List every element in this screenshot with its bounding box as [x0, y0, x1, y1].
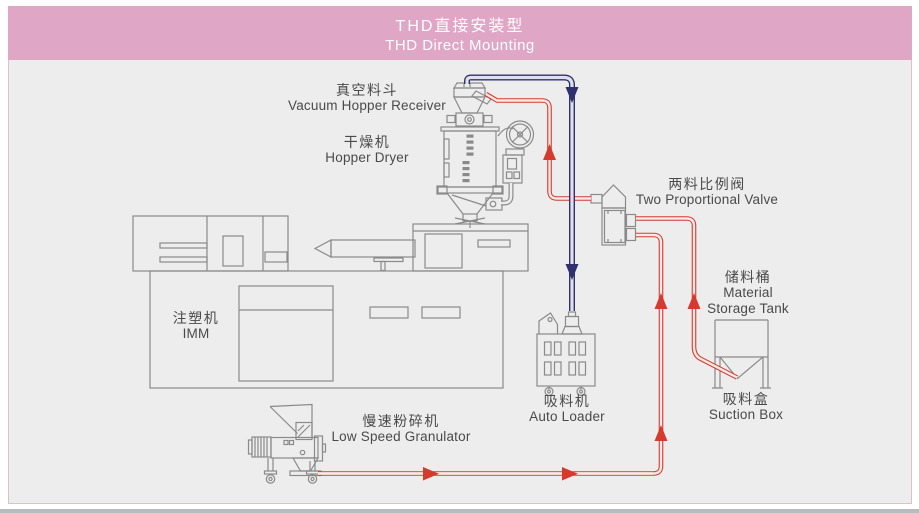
label-auto-loader: 吸料机 Auto Loader — [529, 393, 605, 425]
material-pipe-valve-to-receiver — [484, 92, 591, 201]
diagram-panel — [8, 60, 912, 504]
vacuum-hopper-receiver-drawing — [446, 82, 493, 127]
vacuum-pipe-receiver-to-auto-loader — [464, 74, 575, 311]
dryer-blower-fan-icon — [505, 120, 535, 149]
material-storage-tank-drawing — [712, 319, 771, 389]
label-vacuum-hopper-receiver: 真空料斗 Vacuum Hopper Receiver — [288, 82, 446, 114]
heater-column — [462, 134, 474, 183]
material-pipe-granulator-to-valve — [318, 232, 664, 476]
page-title-en: THD Direct Mounting — [385, 37, 535, 54]
title-banner: THD直接安装型 THD Direct Mounting — [8, 6, 912, 60]
label-suction-box: 吸料盒 Suction Box — [708, 391, 784, 423]
label-two-proportional-valve: 两料比例阀 Two Proportional Valve — [635, 176, 779, 208]
auto-loader-drawing — [536, 311, 596, 397]
label-material-storage-tank: 储料桶 Material Storage Tank — [707, 269, 789, 316]
label-imm: 注塑机 IMM — [172, 310, 220, 342]
page-title-zh: THD直接安装型 — [395, 18, 525, 35]
bottom-border-strip — [0, 509, 919, 513]
hopper-dryer-drawing — [436, 120, 535, 228]
vacuum-flow-arrows — [565, 87, 579, 280]
material-flow-arrows — [423, 144, 701, 481]
material-pipe-suction-box-to-valve — [636, 216, 739, 380]
low-speed-granulator-drawing — [247, 403, 327, 484]
label-hopper-dryer: 干燥机 Hopper Dryer — [325, 134, 409, 166]
two-proportional-valve-drawing — [590, 184, 637, 246]
label-low-speed-granulator: 慢速粉碎机 Low Speed Granulator — [331, 413, 471, 445]
imm-drawing — [132, 215, 529, 389]
